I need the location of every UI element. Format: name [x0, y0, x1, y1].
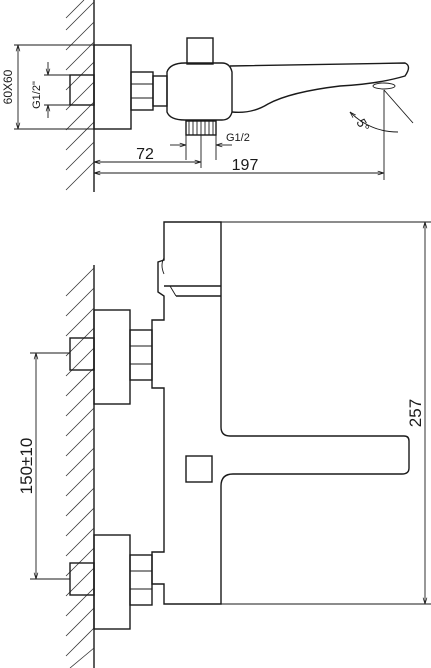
dim-total-height: 257: [406, 399, 425, 427]
wall-hatch-front: [65, 265, 95, 668]
dim-spout-angle: 5°: [353, 116, 372, 134]
front-view: 150±10 257: [17, 221, 431, 668]
dim-inlet-thread: G1/2": [31, 81, 43, 109]
diverter-knob: [185, 455, 213, 483]
connector: [152, 75, 168, 107]
dim-outlet-distance: 72: [136, 146, 154, 163]
upper-hex-nut: [129, 329, 153, 381]
handle-cap: [161, 257, 165, 275]
upper-inlet-pipe: [69, 337, 95, 371]
dim-inlet-spacing: 150±10: [17, 438, 36, 495]
dim-outlet-thread: G1/2: [226, 132, 250, 144]
dim-wall-block: 60X60: [1, 69, 15, 104]
hex-nut: [130, 71, 154, 111]
dim-total-projection: 197: [232, 157, 259, 174]
lower-hex-nut: [129, 554, 153, 606]
spout: [229, 62, 410, 114]
inlet-pipe: [69, 74, 95, 106]
lower-inlet-pipe: [69, 562, 95, 596]
lower-wall-block: [93, 534, 131, 630]
lever: [186, 37, 214, 65]
mixer-body-front: [151, 221, 410, 605]
top-view: 60X60 G1/2" G1/2 72 197 5°: [1, 0, 414, 192]
mixer-body: [166, 62, 233, 121]
aerator: [372, 82, 396, 90]
upper-wall-block: [93, 309, 131, 405]
wall-block: [93, 44, 132, 130]
diverter-thread: [185, 120, 217, 136]
